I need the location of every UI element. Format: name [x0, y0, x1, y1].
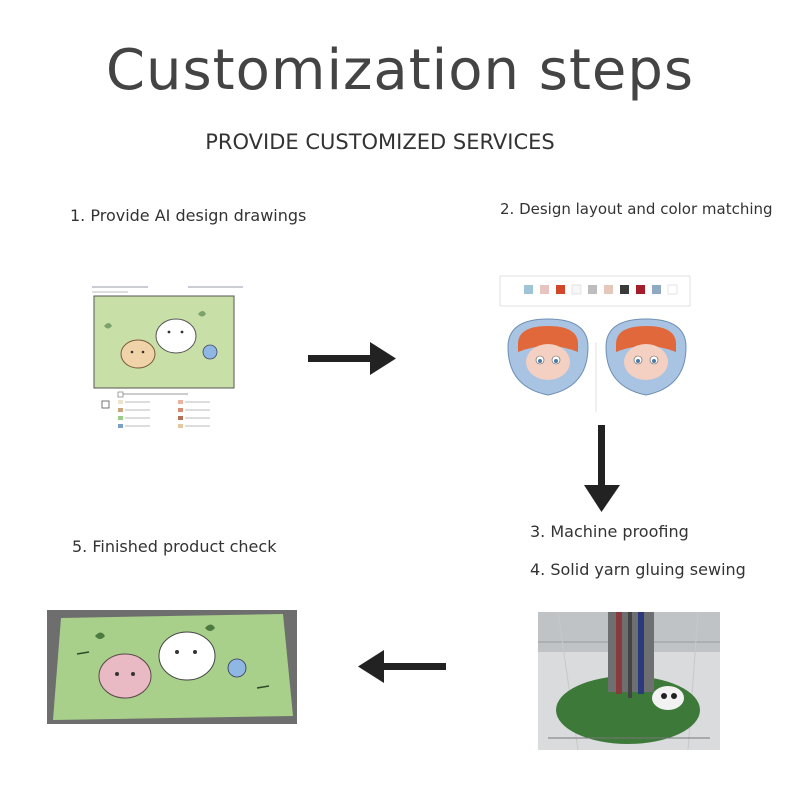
arrow-right-icon	[308, 342, 396, 375]
page-subtitle: PROVIDE CUSTOMIZED SERVICES	[205, 130, 555, 154]
design-drawing-image	[88, 282, 248, 432]
character-design-left	[507, 318, 589, 396]
cat-character-drawing	[120, 339, 156, 369]
flower-drawing	[202, 344, 218, 360]
character-design-right	[605, 318, 687, 396]
arrow-left-icon	[358, 650, 446, 683]
step-2-label: 2. Design layout and color matching	[500, 200, 773, 218]
seal-character-drawing	[155, 318, 197, 354]
machine-proofing-image	[538, 612, 720, 750]
cat-character-rug	[98, 653, 152, 699]
step-3-label: 3. Machine proofing	[530, 522, 689, 541]
page-title: Customization steps	[105, 38, 695, 103]
step-1-label: 1. Provide AI design drawings	[70, 206, 307, 225]
seal-character-rug	[158, 631, 216, 681]
finished-rug-image	[47, 610, 297, 724]
flower-rug	[227, 658, 247, 678]
step-5-label: 5. Finished product check	[72, 537, 277, 556]
color-matching-image	[496, 272, 696, 422]
arrow-down-icon	[584, 425, 620, 512]
color-swatch-row	[524, 284, 678, 295]
step-4-label: 4. Solid yarn gluing sewing	[530, 560, 746, 579]
